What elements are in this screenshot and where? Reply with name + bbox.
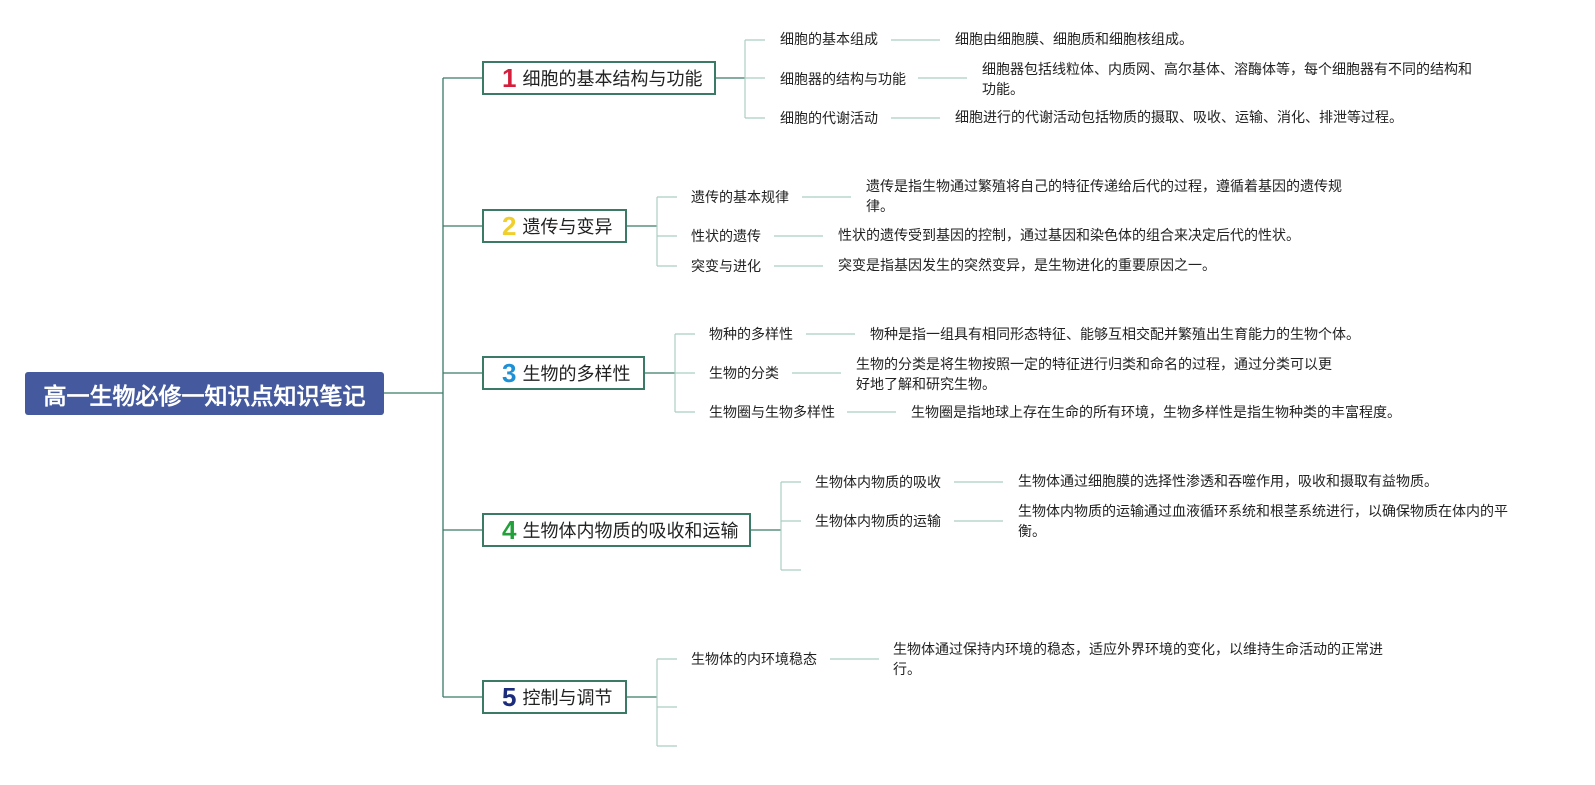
subtopic[interactable]: 细胞的代谢活动 [780, 111, 878, 127]
detail-text: 细胞器包括线粒体、内质网、高尔基体、溶酶体等，每个细胞器有不同的结构和功能。 [982, 62, 1472, 98]
topic-title: 遗传与变异 [522, 217, 613, 238]
subtopic[interactable]: 细胞的基本组成 [780, 32, 878, 48]
topic-title: 细胞的基本结构与功能 [522, 69, 703, 90]
topic-number: 5 [502, 681, 517, 712]
topic-control-regulation[interactable]: 5 控制与调节 [482, 680, 627, 714]
detail-text: 生物体内物质的运输通过血液循环系统和根茎系统进行，以确保物质在体内的平衡。 [1018, 504, 1508, 540]
subtopic[interactable]: 生物圈与生物多样性 [709, 405, 835, 421]
detail-text: 生物体通过保持内环境的稳态，适应外界环境的变化，以维持生命活动的正常进行。 [893, 642, 1383, 678]
topic-title: 生物体内物质的吸收和运输 [522, 521, 739, 542]
topic-absorption-transport[interactable]: 4 生物体内物质的吸收和运输 [482, 513, 751, 547]
detail-text: 突变是指基因发生的突然变异，是生物进化的重要原因之一。 [838, 258, 1216, 274]
topic-biodiversity[interactable]: 3 生物的多样性 [482, 356, 645, 390]
subtopic[interactable]: 物种的多样性 [709, 327, 793, 343]
subtopic[interactable]: 生物体内物质的吸收 [815, 475, 941, 491]
root-topic[interactable]: 高一生物必修一知识点知识笔记 [25, 372, 384, 415]
subtopic[interactable]: 性状的遗传 [691, 229, 761, 245]
topic-number: 2 [502, 210, 517, 241]
subtopic[interactable]: 遗传的基本规律 [691, 190, 789, 206]
detail-text: 生物体通过细胞膜的选择性渗透和吞噬作用，吸收和摄取有益物质。 [1018, 474, 1438, 490]
detail-text: 性状的遗传受到基因的控制，通过基因和染色体的组合来决定后代的性状。 [838, 228, 1300, 244]
detail-text: 细胞进行的代谢活动包括物质的摄取、吸收、运输、消化、排泄等过程。 [955, 110, 1403, 126]
detail-text: 生物的分类是将生物按照一定的特征进行归类和命名的过程，通过分类可以更好地了解和研… [856, 357, 1332, 393]
topic-title: 生物的多样性 [522, 364, 631, 385]
subtopic[interactable]: 生物的分类 [709, 366, 779, 382]
detail-text: 遗传是指生物通过繁殖将自己的特征传递给后代的过程，遵循着基因的遗传规律。 [866, 179, 1342, 215]
subtopic[interactable]: 生物体内物质的运输 [815, 514, 941, 530]
topic-number: 3 [502, 357, 517, 388]
subtopic[interactable]: 突变与进化 [691, 259, 761, 275]
topic-number: 1 [502, 62, 517, 93]
subtopic[interactable]: 生物体的内环境稳态 [691, 652, 817, 668]
topic-title: 控制与调节 [522, 688, 613, 709]
subtopic[interactable]: 细胞器的结构与功能 [780, 72, 906, 88]
topic-number: 4 [502, 514, 517, 545]
detail-text: 物种是指一组具有相同形态特征、能够互相交配并繁殖出生育能力的生物个体。 [870, 327, 1360, 343]
detail-text: 生物圈是指地球上存在生命的所有环境，生物多样性是指生物种类的丰富程度。 [911, 405, 1401, 421]
topic-cell-structure[interactable]: 1 细胞的基本结构与功能 [482, 61, 716, 95]
detail-text: 细胞由细胞膜、细胞质和细胞核组成。 [955, 32, 1193, 48]
root-title: 高一生物必修一知识点知识笔记 [43, 383, 366, 410]
topic-heredity-variation[interactable]: 2 遗传与变异 [482, 209, 627, 243]
